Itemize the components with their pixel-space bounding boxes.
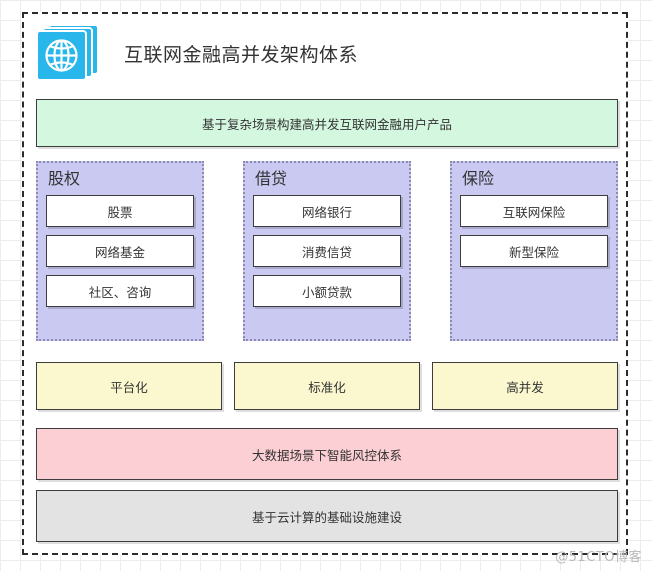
group-item[interactable]: 新型保险 [460, 235, 608, 268]
group-title: 股权 [48, 169, 81, 188]
group-item[interactable]: 网络基金 [46, 235, 194, 268]
group-item[interactable]: 小额贷款 [253, 275, 401, 308]
globe-stack-icon [36, 24, 106, 82]
capability-box[interactable]: 标准化 [234, 362, 420, 410]
globe-glyph [45, 39, 78, 72]
group-title: 保险 [462, 169, 495, 188]
diagram-header: 互联网金融高并发架构体系 [24, 14, 626, 92]
page-title: 互联网金融高并发架构体系 [124, 43, 359, 66]
band-user-products: 基于复杂场景构建高并发互联网金融用户产品 [36, 99, 618, 147]
architecture-diagram: 互联网金融高并发架构体系 基于复杂场景构建高并发互联网金融用户产品 股权 股票 … [22, 12, 628, 555]
group-equity: 股权 股票 网络基金 社区、咨询 [36, 161, 204, 341]
group-lending: 借贷 网络银行 消费信贷 小额贷款 [243, 161, 411, 341]
group-item[interactable]: 消费信贷 [253, 235, 401, 268]
band-risk-control: 大数据场景下智能风控体系 [36, 428, 618, 480]
capability-row: 平台化 标准化 高并发 [36, 362, 618, 410]
band-infrastructure: 基于云计算的基础设施建设 [36, 490, 618, 542]
group-insurance: 保险 互联网保险 新型保险 [450, 161, 618, 341]
group-item[interactable]: 股票 [46, 195, 194, 228]
capability-box[interactable]: 高并发 [432, 362, 618, 410]
capability-box[interactable]: 平台化 [36, 362, 222, 410]
group-item[interactable]: 社区、咨询 [46, 275, 194, 308]
group-item[interactable]: 网络银行 [253, 195, 401, 228]
group-title: 借贷 [255, 169, 288, 188]
group-item[interactable]: 互联网保险 [460, 195, 608, 228]
watermark: @51CTO博客 [555, 550, 642, 565]
business-group-row: 股权 股票 网络基金 社区、咨询 借贷 网络银行 消费信贷 小额贷款 保险 互联… [36, 161, 618, 341]
